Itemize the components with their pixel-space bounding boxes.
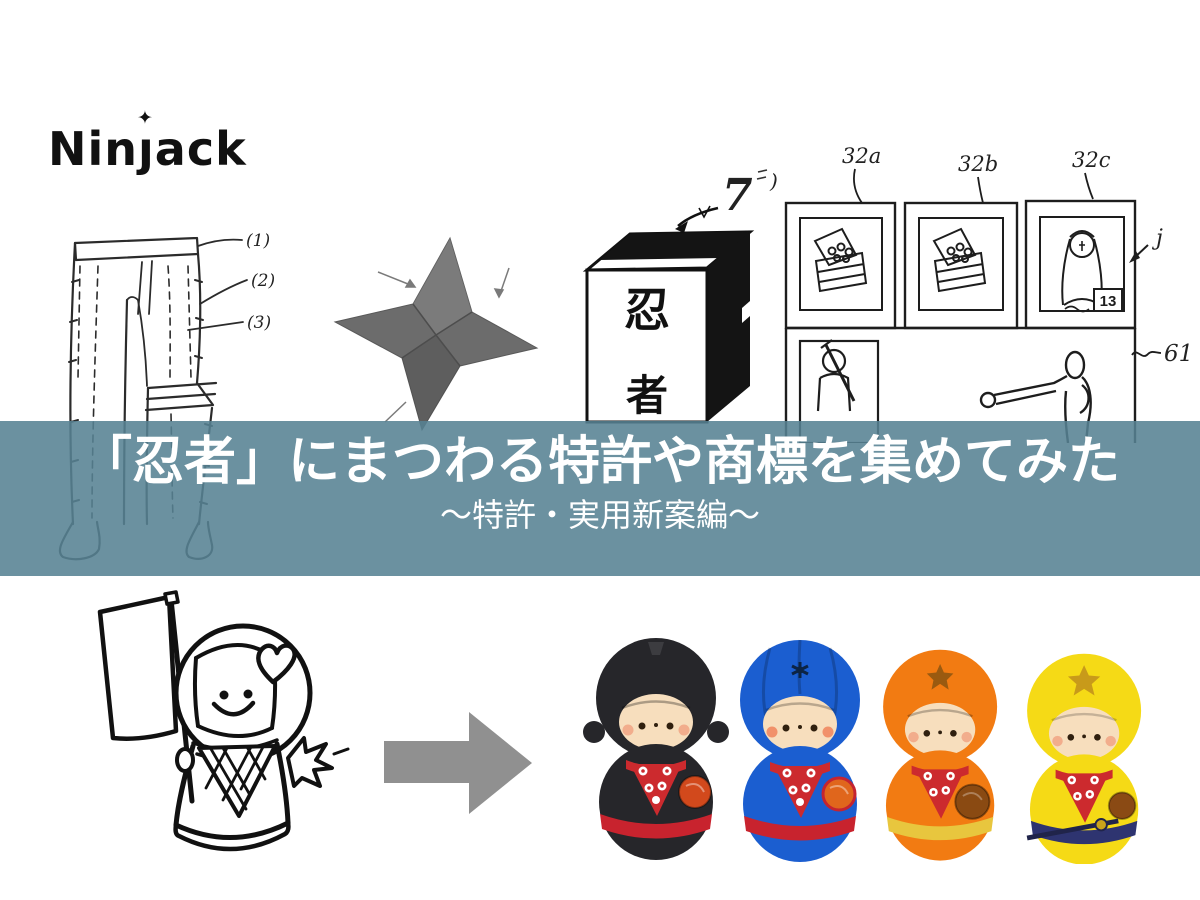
- girl-eye-right: [243, 689, 253, 699]
- girl-motion-line: [332, 747, 350, 756]
- display-callout-32c: 32c: [1072, 148, 1111, 172]
- scarf-dots: [782, 768, 816, 806]
- box-corner-ticks: [756, 169, 768, 180]
- hood-star: [926, 663, 954, 690]
- treasure-chest-drawing-1: [813, 227, 868, 293]
- scarf-dots: [1067, 775, 1099, 801]
- box-arrow-tick: [698, 205, 711, 219]
- girl-chin: [196, 724, 274, 738]
- logo-text-pre: Nin: [48, 122, 139, 176]
- girl-open-hand: [286, 736, 334, 788]
- girl-smile: [211, 700, 256, 717]
- pants-callout-3: (3): [247, 313, 271, 333]
- doll-belt: [744, 816, 856, 841]
- box-front-face: [585, 268, 709, 424]
- sword-guard: [1094, 818, 1108, 832]
- logo-text-post: ack: [154, 122, 247, 176]
- doll-scarf: [915, 769, 965, 819]
- case-label-squiggle: [1131, 351, 1162, 357]
- doll-scarf: [630, 764, 682, 816]
- doll-face: [1048, 706, 1120, 761]
- display-frames: [784, 199, 1137, 443]
- girl-body-right: [274, 741, 291, 826]
- ninja-box-patent-figure: 忍 者 7 ): [582, 169, 778, 424]
- shuriken-patent-figure: [333, 236, 539, 432]
- doll-belt: [886, 816, 994, 841]
- doll-face: [619, 694, 693, 750]
- flag-pole-top: [163, 590, 180, 606]
- pants-leader-lines: [187, 238, 248, 331]
- page-title: 「忍者」にまつわる特許や商標を集めてみた: [79, 433, 1120, 491]
- shuriken-highlight: [413, 238, 472, 335]
- ninja-dolls-photo: [583, 638, 1142, 864]
- ninja-doll-orange: [883, 649, 998, 861]
- pants-callout-2: (2): [251, 271, 275, 291]
- page-subtitle: ～特許・実用新案編～: [439, 497, 760, 533]
- box-callout-arrowhead: [675, 221, 688, 233]
- doll-scarf: [774, 766, 826, 818]
- photo-label-box: [1093, 288, 1123, 312]
- portrait-drawing: [1061, 230, 1103, 313]
- pointer-arrowhead: [1129, 251, 1140, 263]
- shuriken-shadow: [402, 335, 460, 430]
- flag-girl-drawing: [97, 590, 350, 852]
- display-callout-32b: 32b: [958, 152, 998, 176]
- logo-dotless-j: ȷ: [138, 122, 155, 176]
- box-right-notch: [742, 301, 750, 323]
- bandana-checker: [204, 745, 267, 811]
- doll-face: [763, 696, 837, 752]
- title-banner: 「忍者」にまつわる特許や商標を集めてみた ～特許・実用新案編～: [0, 421, 1200, 576]
- shuriken-annotation-arrows: [377, 267, 510, 423]
- flag: [97, 594, 179, 741]
- photo-label: 13: [1100, 293, 1117, 310]
- treasure-chest-drawing-2: [933, 228, 986, 292]
- girl-hand-on-pole: [175, 747, 195, 773]
- hood-knot: [648, 642, 664, 655]
- display-case-patent-figure: 13 32a 32b 32c j 61: [784, 144, 1193, 443]
- hood-star: [1067, 665, 1101, 696]
- ninja-doll-blue: [740, 639, 860, 862]
- doll-scarf: [1059, 773, 1109, 823]
- shuriken-star-icon: ✦: [137, 107, 154, 129]
- box-char-sha: 者: [626, 372, 668, 419]
- case-label-61: 61: [1164, 341, 1193, 367]
- girl-hem-bottom: [173, 820, 291, 852]
- doll-belt: [600, 814, 712, 839]
- box-char-nin: 忍: [624, 284, 670, 336]
- right-arrow-shape: [384, 712, 532, 814]
- hood-star-emblem: [791, 662, 809, 678]
- doll-side-disc: [821, 776, 857, 812]
- box-right-face: [707, 232, 750, 422]
- scarf-dots: [638, 766, 672, 804]
- girl-hem-top: [173, 820, 291, 840]
- swordsman-drawing: [816, 339, 856, 412]
- right-arrow-icon: [384, 712, 532, 814]
- shuriken-seams: [401, 303, 473, 367]
- pointer-label-j: j: [1151, 226, 1163, 251]
- doll-side-disc: [954, 783, 991, 820]
- doll-side-disc: [678, 775, 712, 809]
- ninja-doll-yellow: [1026, 653, 1142, 864]
- box-corner-mark: ): [769, 169, 778, 193]
- doll-side-disc: [1107, 791, 1137, 820]
- ninja-doll-black: [583, 638, 729, 860]
- doll-face: [904, 702, 976, 757]
- pants-callout-1: (1): [246, 231, 270, 251]
- heart-hair-ornament: [256, 643, 297, 685]
- box-top-dark-band: [600, 232, 750, 260]
- doll-belt: [1030, 820, 1138, 845]
- display-leader-lines: [853, 168, 1094, 204]
- girl-eye-left: [219, 690, 229, 700]
- ninjack-logo: Nin✦ȷack: [48, 109, 247, 173]
- box-callout-7: 7: [722, 170, 753, 221]
- box-callout-arrow: [677, 206, 719, 227]
- display-callout-32a: 32a: [842, 144, 881, 168]
- reaching-figure-drawing: [979, 350, 1092, 443]
- scarf-dots: [923, 771, 955, 797]
